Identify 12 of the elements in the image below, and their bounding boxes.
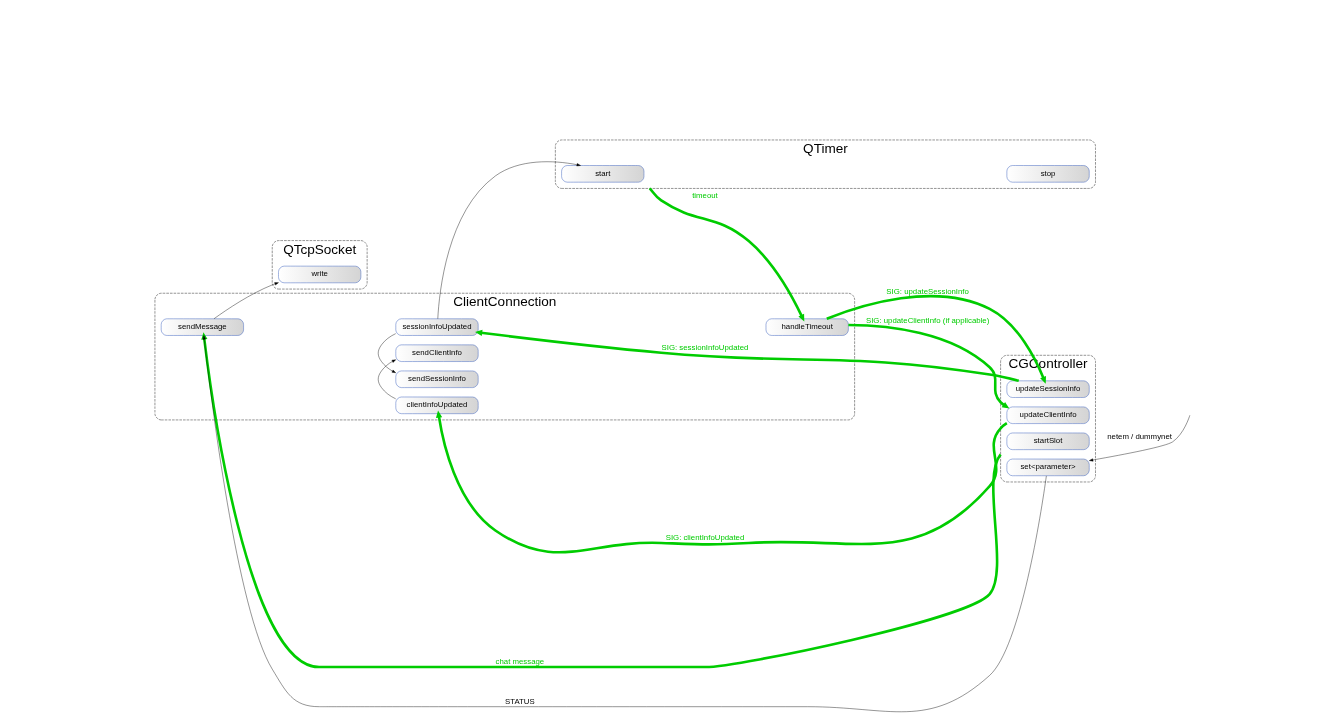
arrow xyxy=(377,332,396,373)
arrow xyxy=(474,329,1019,382)
arrow xyxy=(847,323,1009,409)
arrow xyxy=(213,281,279,319)
arrow xyxy=(825,294,1046,384)
arrow xyxy=(377,358,396,399)
arrow xyxy=(648,187,804,322)
arrow xyxy=(1088,414,1190,461)
arrow xyxy=(200,331,1002,668)
arrow xyxy=(202,334,1047,712)
arrow xyxy=(437,161,581,319)
arrow xyxy=(435,410,1008,553)
